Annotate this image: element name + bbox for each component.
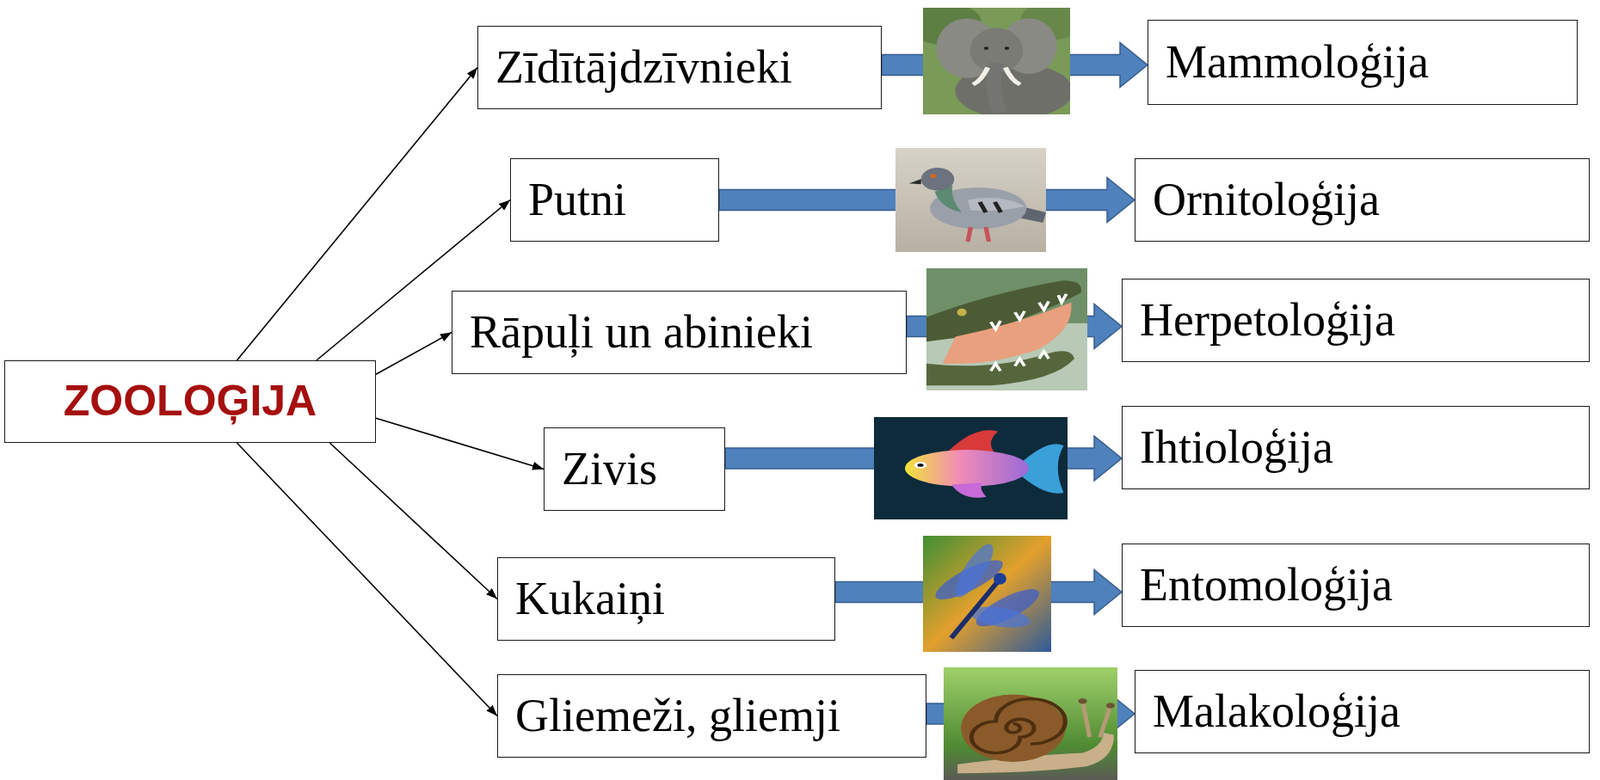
branch-arrow <box>236 443 498 717</box>
crocodile-picture-part <box>926 350 1075 386</box>
node-label: Gliemeži, gliemji <box>515 689 841 743</box>
fish-picture-part <box>951 482 987 499</box>
branch-arrow <box>236 67 478 362</box>
elephant-picture <box>908 1 1085 119</box>
elephant-picture-part <box>1005 67 1021 85</box>
node-label: Zīdītājdzīvnieki <box>495 40 793 94</box>
snail-picture-part <box>1106 702 1115 709</box>
node-label: Malakoloģija <box>1152 684 1401 739</box>
node-label: Putni <box>528 172 627 227</box>
animal-group-box: Zivis <box>543 427 726 511</box>
animal-group-box: Rāpuļi un abinieki <box>451 290 907 375</box>
snail-picture-part <box>1083 701 1111 738</box>
animal-group-box: Kukaiņi <box>497 557 836 641</box>
science-field-box: Entomoloģija <box>1121 543 1590 628</box>
node-label: Zivis <box>561 442 658 496</box>
pigeon-picture-part <box>979 202 986 213</box>
crocodile-picture-part <box>926 268 1088 391</box>
elephant-picture-part <box>984 46 989 50</box>
pigeon-picture-part <box>921 167 955 191</box>
science-field-box: Ihtioloģija <box>1121 406 1590 490</box>
snail-picture-part <box>960 694 1065 763</box>
fish-picture <box>873 417 1068 520</box>
root-topic-box: ZOOLOĢIJA <box>4 360 376 444</box>
crocodile-picture-part <box>957 308 967 317</box>
animal-group-box: Gliemeži, gliemji <box>497 674 927 758</box>
dragonfly-picture-part <box>951 582 998 639</box>
branch-arrow <box>375 332 452 376</box>
snail-picture <box>943 667 1118 780</box>
snail-picture-part <box>1078 698 1088 705</box>
science-field-box: Malakoloģija <box>1134 670 1590 754</box>
science-field-box: Herpetoloģija <box>1121 278 1590 363</box>
fish-picture-part <box>947 430 999 452</box>
animal-group-box: Putni <box>510 158 720 242</box>
pigeon-picture-part <box>909 178 922 185</box>
fish-picture-part <box>914 461 927 469</box>
fish-picture-part <box>904 449 1029 487</box>
pigeon-picture <box>895 147 1047 253</box>
pigeon-picture-part <box>929 173 936 179</box>
dragonfly-picture-part <box>993 572 1007 585</box>
fish-picture-part <box>916 463 924 468</box>
node-label: Ornitoloģija <box>1152 172 1380 227</box>
science-field-box: Mammoloģija <box>1147 19 1578 105</box>
elephant-picture-part <box>1004 46 1010 50</box>
branch-arrow <box>375 418 544 469</box>
elephant-picture-part <box>994 62 1000 112</box>
crocodile-picture-part <box>990 351 1049 372</box>
pigeon-picture-part <box>895 147 1047 253</box>
fish-picture-part <box>873 417 1068 520</box>
dragonfly-picture-part <box>923 535 1052 653</box>
node-label: Rāpuļi un abinieki <box>469 305 813 359</box>
node-label: Herpetoloģija <box>1139 293 1396 347</box>
animal-group-box: Zīdītājdzīvnieki <box>477 25 882 110</box>
node-label: Kukaiņi <box>515 572 665 626</box>
node-label: Mammoloģija <box>1165 35 1429 89</box>
dragonfly-picture <box>923 535 1052 653</box>
snail-picture-part <box>971 699 1065 754</box>
node-label: ZOOLOĢIJA <box>63 376 317 427</box>
node-label: Ihtioloģija <box>1139 420 1334 474</box>
crocodile-picture-part <box>990 294 1067 330</box>
pigeon-picture-part <box>995 202 1002 213</box>
snail-picture-part <box>943 667 1118 780</box>
pigeon-picture-part <box>967 227 990 242</box>
science-field-box: Ornitoloģija <box>1134 158 1590 242</box>
elephant-picture-part <box>972 67 988 85</box>
node-label: Entomoloģija <box>1139 558 1393 612</box>
crocodile-picture <box>926 268 1088 391</box>
branch-arrow <box>329 443 498 600</box>
